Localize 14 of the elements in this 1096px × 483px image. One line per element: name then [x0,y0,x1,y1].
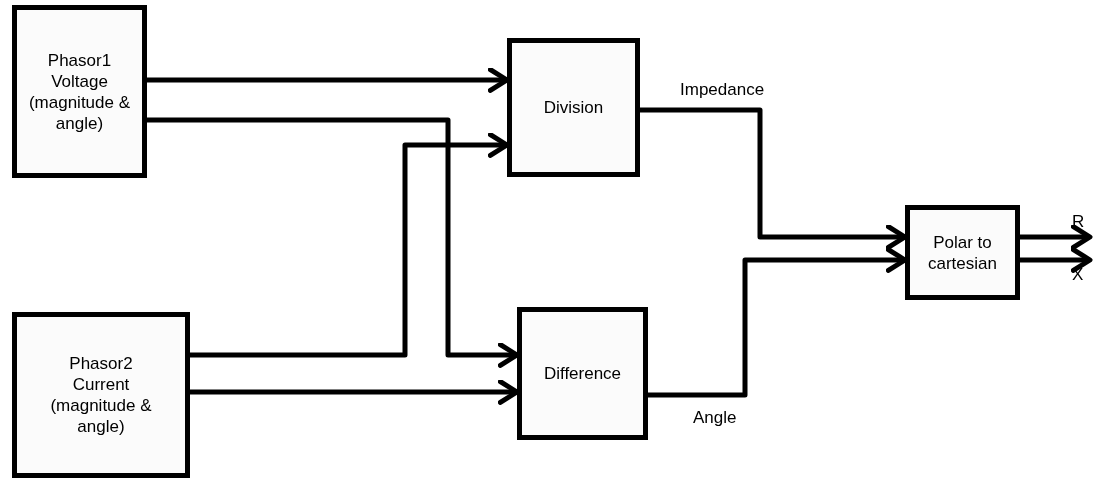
process-box [507,38,640,177]
box-label: Phasor1 Voltage (magnitude & angle) [27,49,132,134]
process-box [12,5,147,178]
box-label: Difference [543,363,622,384]
edge-label: Angle [693,408,737,428]
arrow [1020,247,1093,273]
box-label: Division [543,97,604,118]
box-label: Polar to cartesian [927,231,998,274]
arrow [1020,224,1093,250]
process-box [905,205,1020,300]
box-label: Phasor2 Current (magnitude & angle) [49,353,153,437]
edge-label: Impedance [680,80,765,100]
process-box [12,312,190,478]
process-box [517,307,648,440]
